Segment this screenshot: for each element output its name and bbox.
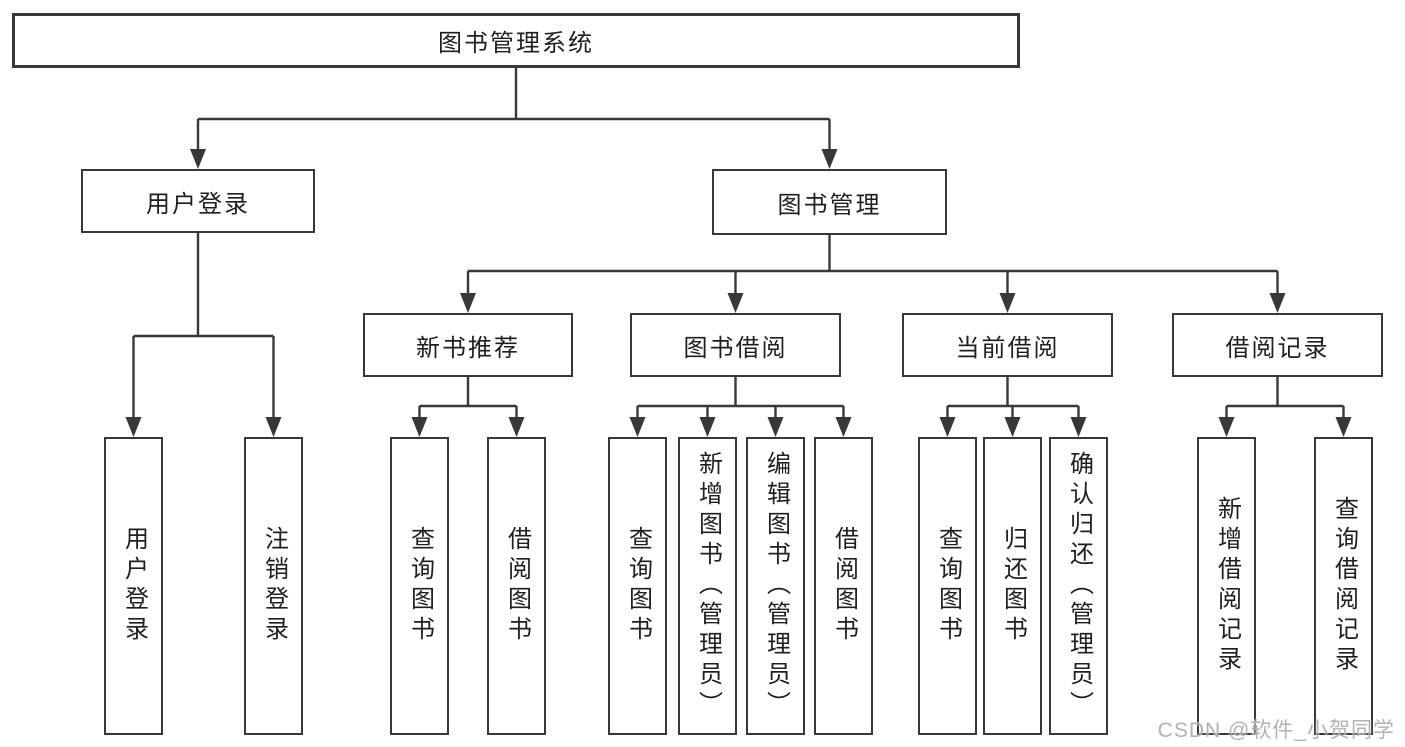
arrowhead [821, 149, 838, 169]
arrowhead [1335, 417, 1352, 437]
arrowhead [1070, 417, 1087, 437]
arrowhead [699, 417, 716, 437]
connector-book-borrow-to-leaves [629, 377, 852, 437]
arrowhead [411, 417, 428, 437]
arrowhead [460, 293, 476, 313]
node-leaf-return-books: 归还图书 [983, 437, 1042, 735]
arrowhead [767, 417, 784, 437]
node-library-management-system: 图书管理系统 [12, 13, 1020, 68]
node-new-book-recommend: 新书推荐 [363, 313, 573, 377]
node-user-login: 用户登录 [81, 169, 315, 233]
connector-borrow-records-to-leaves [1218, 377, 1352, 437]
node-leaf-add-borrow-record: 新增借阅记录 [1197, 437, 1256, 735]
arrowhead [508, 417, 525, 437]
watermark: CSDN @软件_小贺同学 [1157, 719, 1395, 742]
node-leaf-user-login: 用户登录 [104, 437, 163, 735]
node-leaf-query-books-recommend: 查询图书 [390, 437, 449, 735]
connector-root-to-level2 [190, 68, 838, 169]
node-leaf-add-books-admin: 新增图书（管理员） [678, 437, 737, 735]
arrowhead [1004, 417, 1021, 437]
node-leaf-borrow-books: 借阅图书 [814, 437, 873, 735]
node-leaf-query-books-current: 查询图书 [918, 437, 977, 735]
arrowhead [939, 417, 956, 437]
arrowhead [835, 417, 852, 437]
connector-new-book-to-leaves [411, 377, 525, 437]
arrowhead [727, 293, 744, 313]
connector-book-management-to-level3 [460, 235, 1286, 313]
node-book-borrowing: 图书借阅 [630, 313, 841, 377]
node-leaf-borrow-books-recommend: 借阅图书 [487, 437, 546, 735]
arrowhead [265, 417, 282, 437]
arrowhead [190, 149, 206, 169]
arrowhead [629, 417, 646, 437]
node-leaf-confirm-return-admin: 确认归还（管理员） [1049, 437, 1108, 735]
node-leaf-edit-books-admin: 编辑图书（管理员） [746, 437, 805, 735]
node-borrowing-records: 借阅记录 [1172, 313, 1383, 377]
node-current-borrowing: 当前借阅 [902, 313, 1113, 377]
connector-current-borrow-to-leaves [939, 377, 1087, 437]
arrowhead [999, 293, 1016, 313]
arrowhead [1218, 417, 1235, 437]
arrowhead [1269, 293, 1286, 313]
node-leaf-query-borrow-record: 查询借阅记录 [1314, 437, 1373, 735]
connector-user-login-to-leaves [125, 233, 282, 437]
node-leaf-logout: 注销登录 [244, 437, 303, 735]
arrowhead [125, 417, 142, 437]
node-book-management: 图书管理 [712, 169, 947, 235]
node-leaf-query-books-borrow: 查询图书 [608, 437, 667, 735]
